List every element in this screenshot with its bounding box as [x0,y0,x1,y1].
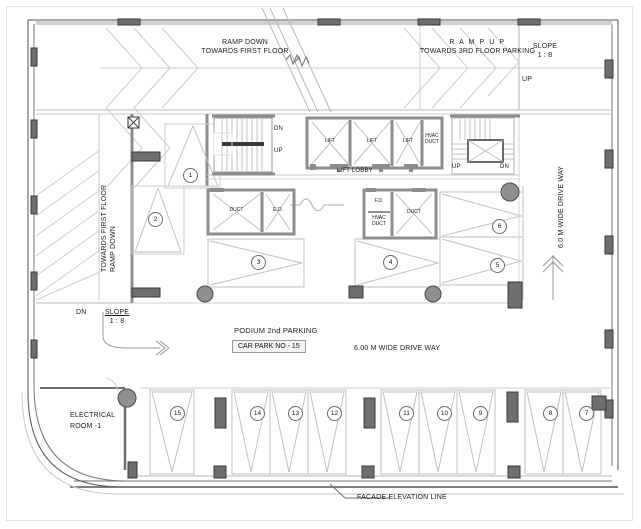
fd-label: F.D. [374,198,384,204]
lift-hvac-duct-label: HVAC DUCT [423,133,441,145]
lift-3-label: LIFT [402,138,414,144]
ramp-down-left-line2: TOWARDS FIRST FLOOR [101,184,108,272]
drive-way-vertical-text: 6.0 M WIDE DRIVE WAY [558,165,565,248]
ramp-up-top-line1: R A M P U P [449,39,506,46]
bay-number-7: 7 [579,406,594,421]
bay-number-8: 8 [543,406,558,421]
bay-number-3: 3 [251,255,266,270]
stair-left-up: UP [274,148,283,154]
slope-left-label: SLOPE 1 : 8 [97,308,137,326]
lift-hvac-line2: DUCT [425,138,439,145]
slope-right-label: SLOPE 1 : 8 [522,42,568,60]
lift-lobby-label: LIFT LOBBY [337,168,373,174]
bay-number-15: 15 [170,406,185,421]
stair-right-dn: DN [500,164,510,170]
slope-left-text: SLOPE [104,309,130,316]
lift-2-label: LIFT [366,138,378,144]
hvac-right-line2: DUCT [372,220,386,227]
bay-number-6: 6 [492,219,507,234]
electrical-room-line2: ROOM -1 [70,423,102,430]
bay-number-12: 12 [327,406,342,421]
bay-number-2: 2 [148,212,163,227]
lift-1-label: LIFT [324,138,336,144]
electrical-room-line1: ELECTRICAL [70,412,116,419]
duct-left-label: DUCT [229,207,244,213]
page-title: PODIUM 2nd PARKING [234,326,318,335]
stair-left-dn: DN [274,126,284,132]
bay-number-10: 10 [437,406,452,421]
drive-way-horizontal-label: 6.00 M WIDE DRIVE WAY [354,345,441,352]
electrical-room-label: ELECTRICAL ROOM -1 [70,410,115,432]
ramp-down-left-line1: RAMP DOWN [110,225,117,272]
bay-number-5: 5 [490,258,505,273]
ramp-up-top-label: R A M P U P TOWARDS 3RD FLOOR PARKING [390,38,565,56]
slope-left-dn: DN [76,309,87,316]
bay-number-4: 4 [383,255,398,270]
lift-hvac-line1: HVAC [425,133,439,139]
bay-number-14: 14 [250,406,265,421]
bay-number-1: 1 [183,168,198,183]
hvac-duct-right-label: HVAC DUCT [367,215,391,227]
ramp-down-top-label: RAMP DOWN TOWARDS FIRST FLOOR [180,38,310,56]
ramp-down-top-line2: TOWARDS FIRST FLOOR [201,48,289,55]
hvac-right-line1: HVAC [372,215,386,221]
bay-number-13: 13 [288,406,303,421]
stair-right-up: UP [452,164,461,170]
slope-right-text: SLOPE [532,43,558,50]
ramp-up-top-line2: TOWARDS 3RD FLOOR PARKING [419,48,536,55]
ramp-down-top-line1: RAMP DOWN [221,39,268,46]
slope-left-value: 1 : 8 [109,318,125,325]
bay-number-9: 9 [473,406,488,421]
duct-right-label: DUCT [407,209,421,215]
slope-right-up: UP [522,76,533,83]
facade-elevation-label: FACADE ELEVATION LINE [357,494,447,501]
ed-label: E.D. [273,207,283,213]
car-park-number-label: CAR PARK NO - 15 [232,340,306,353]
bay-number-11: 11 [399,406,414,421]
slope-right-value: 1 : 8 [537,52,553,59]
sheet-border [6,6,633,521]
